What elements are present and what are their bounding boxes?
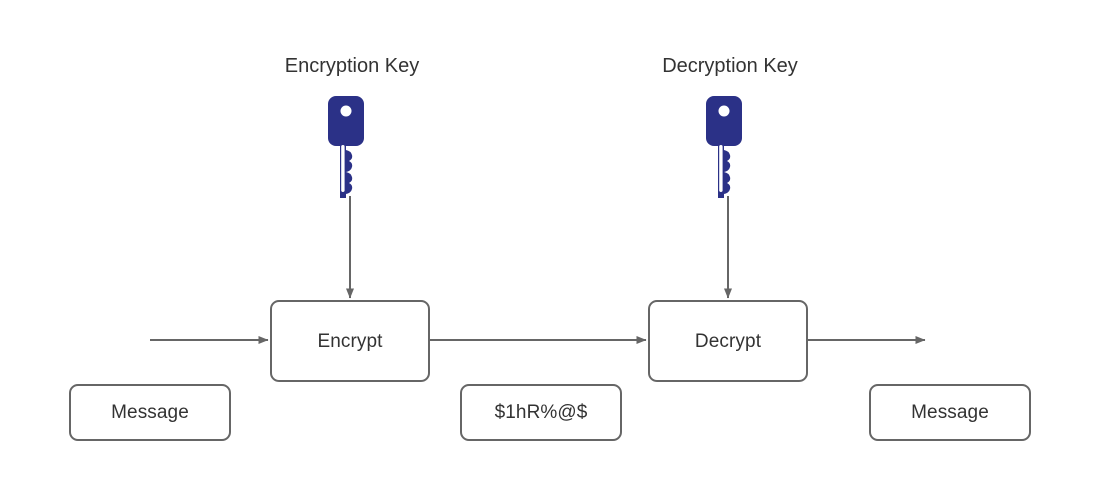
- decrypt-node[interactable]: Decrypt: [648, 300, 808, 382]
- decryption-key-label: Decryption Key: [662, 55, 798, 77]
- encryption-key-icon: [328, 96, 372, 202]
- message-output-node[interactable]: Message: [869, 384, 1031, 441]
- message-input-node[interactable]: Message: [69, 384, 231, 441]
- ciphertext-node[interactable]: $1hR%@$: [460, 384, 622, 441]
- decryption-key-icon: [706, 96, 750, 202]
- encryption-key-label: Encryption Key: [284, 55, 420, 77]
- encrypt-node[interactable]: Encrypt: [270, 300, 430, 382]
